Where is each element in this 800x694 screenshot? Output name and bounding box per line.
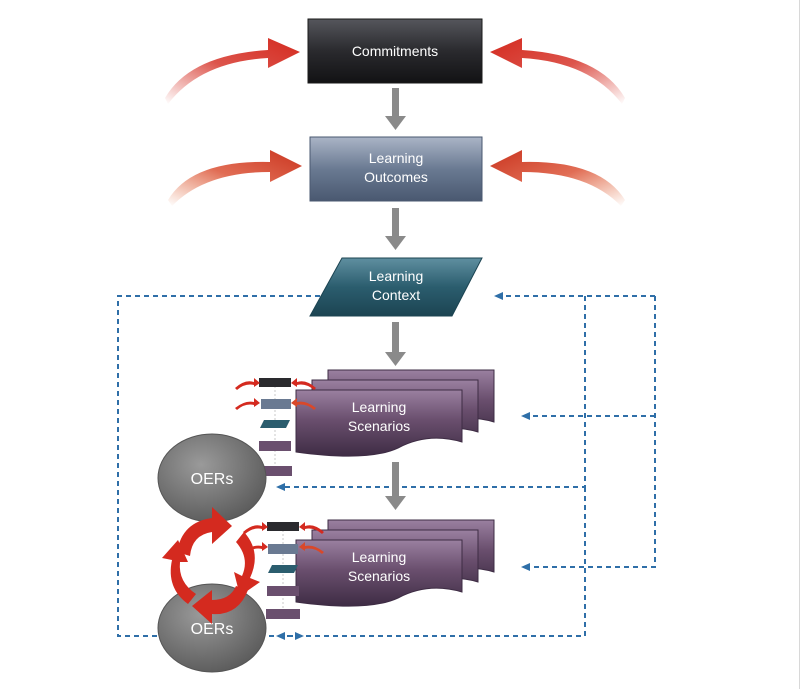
cycle-arrow-top <box>177 507 232 556</box>
cycle-arrow-right <box>234 532 260 596</box>
commitments-right-arrow <box>490 38 625 104</box>
flow-arrows <box>385 88 406 510</box>
learning-scenarios-1-label-1: Learning <box>352 399 407 415</box>
cycle-arrows <box>162 507 260 624</box>
mini-flow-1 <box>235 378 316 476</box>
commitments-left-arrow <box>165 38 300 104</box>
flow-arrow-3 <box>385 322 406 366</box>
learning-outcomes-node: Learning Outcomes <box>309 136 483 202</box>
commitments-node: Commitments <box>307 18 483 84</box>
oers-node-2: OERs <box>157 583 267 673</box>
learning-scenarios-stack-1: Learning Scenarios <box>295 369 495 457</box>
right-feedback-loop-outer <box>521 296 656 571</box>
cycle-arrow-bottom <box>192 586 248 624</box>
learning-context-label-2: Context <box>372 287 420 303</box>
right-feedback-bottom <box>276 487 586 640</box>
oers-node-1: OERs <box>157 433 267 523</box>
outcomes-left-arrow <box>168 150 302 206</box>
commitments-label: Commitments <box>352 43 438 59</box>
learning-scenarios-2-label-2: Scenarios <box>348 568 410 584</box>
oers-1-label: OERs <box>191 471 234 488</box>
mini-flow-2 <box>243 522 324 619</box>
learning-context-label-1: Learning <box>369 268 424 284</box>
outcomes-right-arrow <box>490 150 625 206</box>
learning-scenarios-1-label-2: Scenarios <box>348 418 410 434</box>
learning-scenarios-stack-2: Learning Scenarios <box>295 519 495 607</box>
cycle-arrow-left <box>162 540 196 604</box>
incoming-arrows <box>165 38 625 206</box>
flow-arrow-1 <box>385 88 406 130</box>
oers-2-label: OERs <box>191 621 234 638</box>
learning-scenarios-2-label-1: Learning <box>352 549 407 565</box>
learning-outcomes-label-1: Learning <box>369 150 424 166</box>
learning-outcomes-label-2: Outcomes <box>364 169 428 185</box>
flow-arrow-4 <box>385 462 406 510</box>
flow-arrow-2 <box>385 208 406 250</box>
learning-context-node: Learning Context <box>309 257 483 317</box>
